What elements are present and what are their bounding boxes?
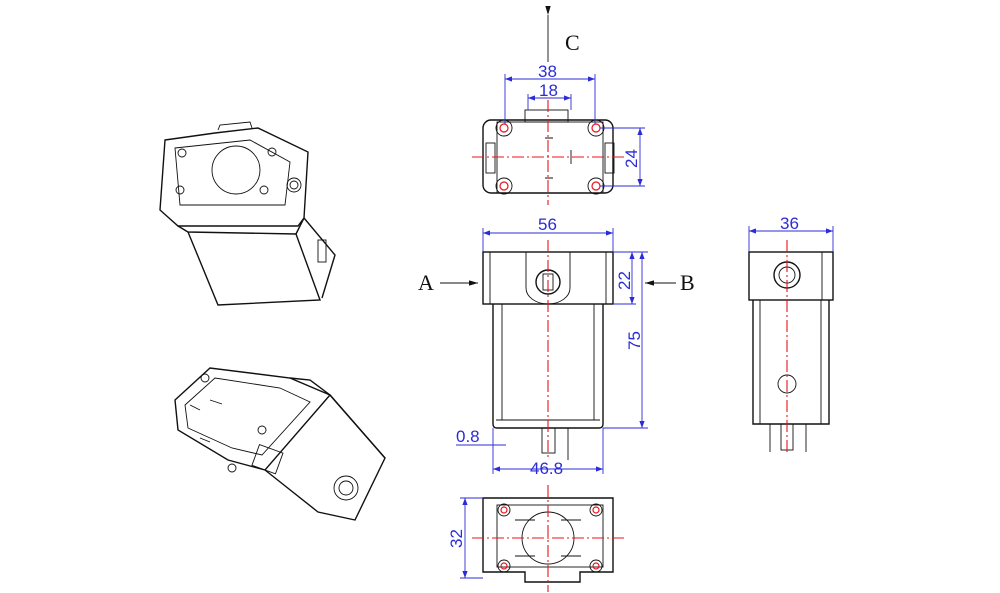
bottom-view: 32: [447, 485, 626, 592]
dim-22: 22: [615, 271, 634, 290]
dim-24: 24: [622, 149, 641, 168]
top-view: C 38 18 24: [472, 6, 645, 205]
dim-18: 18: [539, 81, 558, 100]
dim-56: 56: [538, 215, 557, 234]
view-label-b: B: [680, 270, 695, 295]
dim-75: 75: [625, 331, 644, 350]
front-view: 56 A B 22 75 0.8 46.8: [418, 215, 695, 478]
side-view: 36: [748, 214, 834, 455]
dim-36: 36: [780, 214, 799, 233]
view-label-a: A: [418, 270, 434, 295]
view-label-c: C: [565, 30, 580, 55]
isometric-view-top: [159, 121, 336, 306]
isometric-view-bottom: [174, 367, 386, 521]
dim-32: 32: [447, 529, 466, 548]
dim-38: 38: [538, 62, 557, 81]
dim-0-8: 0.8: [456, 427, 480, 446]
dim-46-8: 46.8: [530, 459, 563, 478]
